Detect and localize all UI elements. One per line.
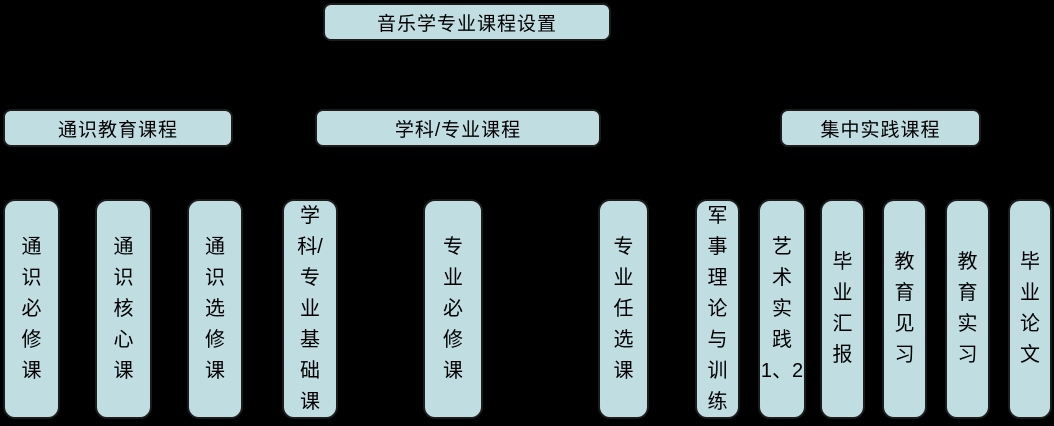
- leaf-military-theory-training: 军事理论与训练: [695, 199, 740, 419]
- root-node: 音乐学专业课程设置: [323, 3, 611, 41]
- category-label: 通识教育课程: [57, 119, 178, 141]
- leaf-graduation-report: 毕业汇报: [820, 199, 865, 419]
- category-general-education: 通识教育课程: [3, 109, 233, 147]
- leaf-graduation-thesis: 毕业论文: [1008, 199, 1052, 419]
- leaf-general-core-course: 通识核心课: [95, 199, 152, 419]
- leaf-discipline-foundation-course: 学科/专业基础课: [282, 199, 338, 419]
- root-node-label: 音乐学专业课程设置: [376, 13, 557, 35]
- leaf-general-elective-course: 通识选修课: [187, 199, 243, 419]
- category-discipline-major: 学科/专业课程: [315, 109, 601, 147]
- leaf-general-required-course: 通识必修课: [3, 199, 60, 419]
- leaf-major-elective-course: 专业任选课: [598, 199, 649, 419]
- leaf-education-internship: 教育实习: [945, 199, 990, 419]
- leaf-education-observation: 教育见习: [882, 199, 927, 419]
- category-label: 集中实践课程: [820, 119, 941, 141]
- leaf-major-required-course: 专业必修课: [423, 199, 483, 419]
- category-concentrated-practice: 集中实践课程: [780, 109, 981, 147]
- category-label: 学科/专业课程: [394, 119, 522, 141]
